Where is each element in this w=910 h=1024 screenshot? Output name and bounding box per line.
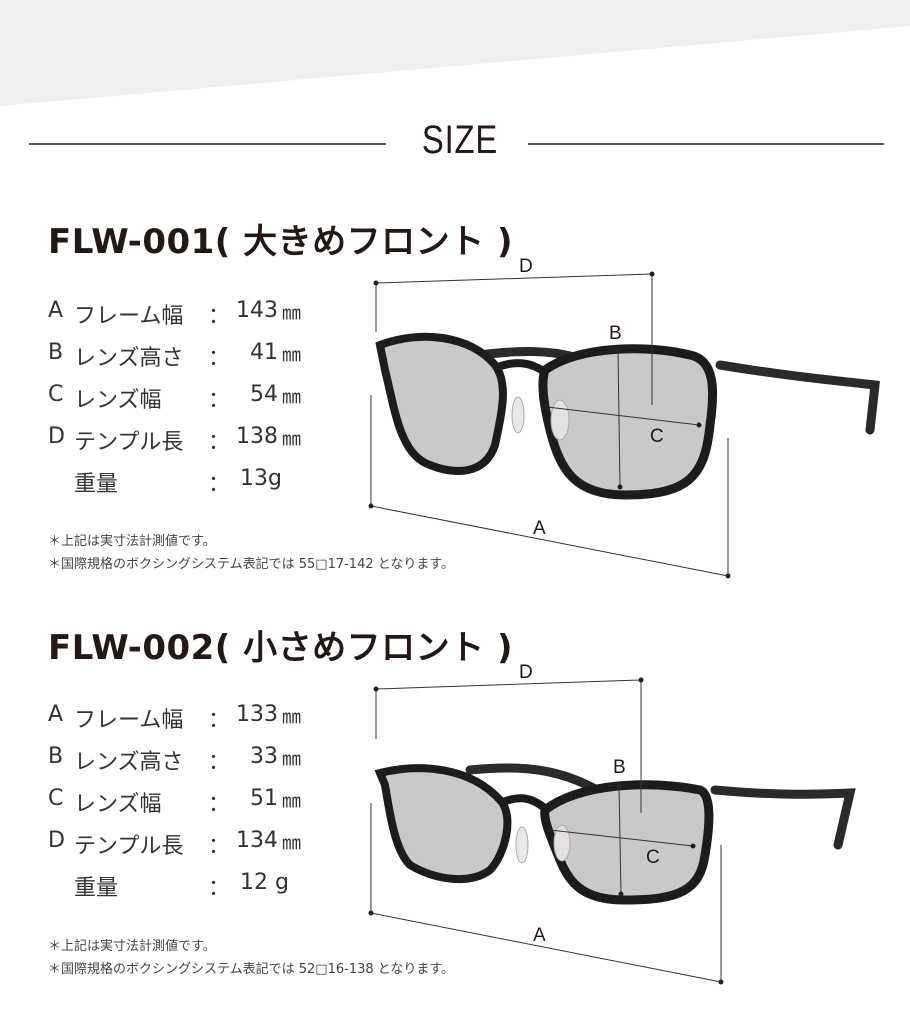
dim-label-c: C bbox=[646, 847, 660, 868]
note-measurement: ＊上記は実寸法計測値です。 bbox=[48, 939, 216, 954]
glasses-size-diagram: D B C A bbox=[360, 250, 900, 590]
spec-key: D bbox=[48, 828, 65, 853]
spec-unit: ㎜ bbox=[282, 386, 302, 408]
dim-label-d: D bbox=[519, 662, 533, 683]
spec-colon: ： bbox=[208, 430, 231, 455]
spec-value: 13g bbox=[240, 466, 282, 491]
spec-row-lens-height: B レンズ高さ ： 41 ㎜ bbox=[48, 340, 348, 382]
model-title: FLW-002( 小さめフロント ) bbox=[48, 628, 514, 668]
decorative-top-band bbox=[0, 0, 910, 106]
model-flw-001: FLW-001( 大きめフロント ) A フレーム幅 ： 143 ㎜ B レンズ… bbox=[0, 214, 910, 594]
dim-label-d: D bbox=[519, 256, 533, 277]
spec-row-frame-width: A フレーム幅 ： 143 ㎜ bbox=[48, 298, 348, 340]
spec-colon: ： bbox=[208, 304, 231, 329]
notes: ＊上記は実寸法計測値です。 ＊国際規格のボクシングシステム表記では 52□16-… bbox=[48, 935, 454, 981]
spec-row-weight: 重量 ： 12 g bbox=[48, 870, 348, 912]
spec-value: 134 bbox=[236, 828, 278, 853]
spec-row-weight: 重量 ： 13g bbox=[48, 466, 348, 508]
glasses-size-diagram: D B C A bbox=[360, 655, 900, 995]
dim-label-b: B bbox=[613, 757, 626, 778]
spec-unit: ㎜ bbox=[282, 790, 302, 812]
spec-colon: ： bbox=[208, 876, 231, 901]
spec-key: B bbox=[48, 340, 64, 365]
spec-value: 12 g bbox=[240, 870, 289, 895]
dim-label-a: A bbox=[533, 925, 546, 946]
spec-label: テンプル長 bbox=[74, 430, 184, 455]
spec-colon: ： bbox=[208, 388, 231, 413]
spec-colon: ： bbox=[208, 346, 231, 371]
spec-unit: ㎜ bbox=[282, 302, 302, 324]
spec-label: 重量 bbox=[74, 472, 119, 497]
spec-unit: ㎜ bbox=[282, 706, 302, 728]
spec-label: レンズ幅 bbox=[74, 388, 162, 413]
spec-key: C bbox=[48, 786, 64, 811]
spec-row-frame-width: A フレーム幅 ： 133 ㎜ bbox=[48, 702, 348, 744]
spec-key: A bbox=[48, 298, 64, 323]
spec-label: 重量 bbox=[74, 876, 119, 901]
spec-label: レンズ高さ bbox=[74, 750, 184, 775]
spec-row-lens-width: C レンズ幅 ： 51 ㎜ bbox=[48, 786, 348, 828]
dim-label-c: C bbox=[650, 426, 664, 447]
size-section-heading: SIZE bbox=[0, 116, 910, 168]
spec-row-temple-length: D テンプル長 ： 138 ㎜ bbox=[48, 424, 348, 466]
spec-key: C bbox=[48, 382, 64, 407]
heading-rule-left bbox=[29, 143, 386, 145]
spec-unit: ㎜ bbox=[282, 832, 302, 854]
spec-list: A フレーム幅 ： 133 ㎜ B レンズ高さ ： 33 ㎜ C レンズ幅 ： … bbox=[48, 702, 348, 912]
spec-colon: ： bbox=[208, 792, 231, 817]
spec-label: フレーム幅 bbox=[74, 708, 184, 733]
section-title: SIZE bbox=[421, 118, 499, 162]
spec-value: 51 bbox=[250, 786, 278, 811]
spec-unit: ㎜ bbox=[282, 428, 302, 450]
spec-colon: ： bbox=[208, 834, 231, 859]
spec-list: A フレーム幅 ： 143 ㎜ B レンズ高さ ： 41 ㎜ C レンズ幅 ： … bbox=[48, 298, 348, 508]
spec-label: フレーム幅 bbox=[74, 304, 184, 329]
spec-key: D bbox=[48, 424, 65, 449]
spec-label: レンズ高さ bbox=[74, 346, 184, 371]
dim-label-b: B bbox=[609, 323, 622, 344]
spec-key: A bbox=[48, 702, 64, 727]
glasses-diagram-svg: D B C A bbox=[368, 256, 880, 579]
spec-value: 33 bbox=[250, 744, 278, 769]
note-boxing-system: ＊国際規格のボクシングシステム表記では 55□17-142 となります。 bbox=[48, 557, 455, 572]
spec-colon: ： bbox=[208, 750, 231, 775]
heading-rule-right bbox=[528, 143, 884, 145]
spec-unit: ㎜ bbox=[282, 344, 302, 366]
notes: ＊上記は実寸法計測値です。 ＊国際規格のボクシングシステム表記では 55□17-… bbox=[48, 530, 454, 576]
model-flw-002: FLW-002( 小さめフロント ) A フレーム幅 ： 133 ㎜ B レンズ… bbox=[0, 620, 910, 1000]
spec-label: レンズ幅 bbox=[74, 792, 162, 817]
note-measurement: ＊上記は実寸法計測値です。 bbox=[48, 534, 216, 549]
spec-row-lens-width: C レンズ幅 ： 54 ㎜ bbox=[48, 382, 348, 424]
spec-value: 143 bbox=[236, 298, 278, 323]
note-boxing-system: ＊国際規格のボクシングシステム表記では 52□16-138 となります。 bbox=[48, 962, 455, 977]
spec-row-temple-length: D テンプル長 ： 134 ㎜ bbox=[48, 828, 348, 870]
model-title: FLW-001( 大きめフロント ) bbox=[48, 222, 514, 262]
glasses-diagram-svg: D B C A bbox=[368, 662, 856, 985]
spec-row-lens-height: B レンズ高さ ： 33 ㎜ bbox=[48, 744, 348, 786]
spec-unit: ㎜ bbox=[282, 748, 302, 770]
spec-value: 41 bbox=[250, 340, 278, 365]
spec-value: 138 bbox=[236, 424, 278, 449]
dim-label-a: A bbox=[533, 518, 546, 539]
spec-colon: ： bbox=[208, 472, 231, 497]
spec-value: 54 bbox=[250, 382, 278, 407]
spec-key: B bbox=[48, 744, 64, 769]
spec-value: 133 bbox=[236, 702, 278, 727]
spec-colon: ： bbox=[208, 708, 231, 733]
spec-label: テンプル長 bbox=[74, 834, 184, 859]
